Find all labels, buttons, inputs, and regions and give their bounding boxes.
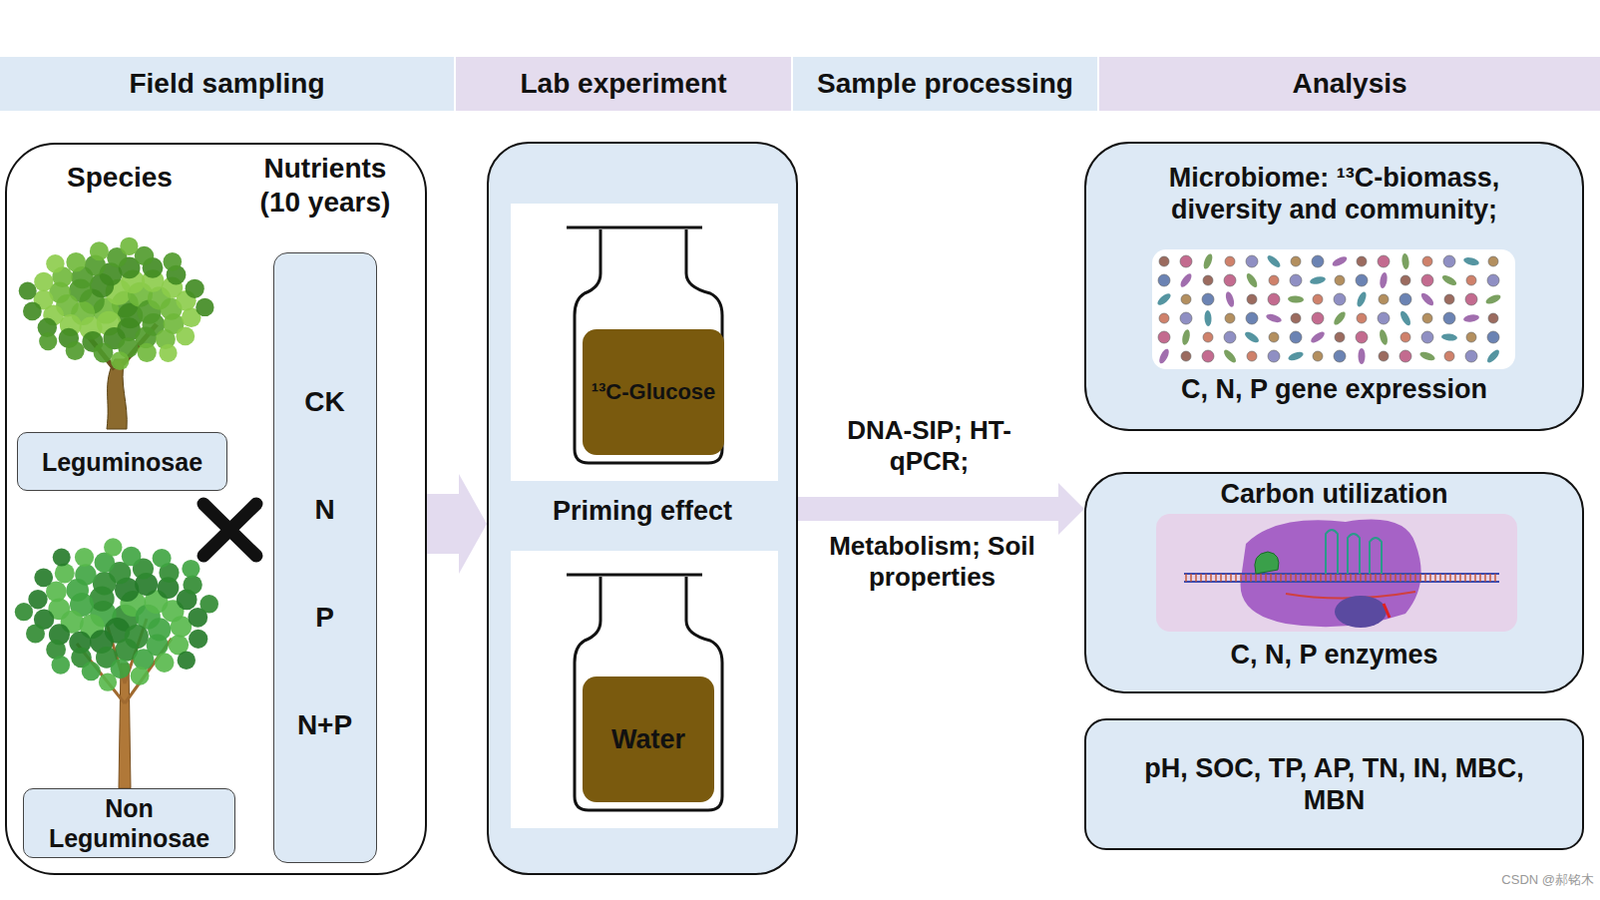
node-label: Water — [605, 723, 692, 756]
node-label: Field sampling — [122, 66, 331, 101]
jar-content: ¹³C-Glucose — [582, 329, 725, 455]
header-band: Lab experiment — [455, 56, 792, 111]
node-label: Carbon utilization — [1086, 477, 1583, 510]
field-panel: SpeciesLeguminosaeNon Leguminosae Nutrien… — [4, 142, 427, 875]
species-box: Leguminosae — [16, 431, 228, 491]
node-label: pH, SOC, TP, AP, TN, IN, MBC, MBN — [1109, 752, 1561, 817]
node-label: ¹³C-Glucose — [585, 379, 723, 405]
cross-symbol — [203, 503, 257, 556]
method-label: Metabolism; Soil properties — [824, 530, 1040, 593]
flow-arrow — [426, 473, 487, 574]
node-label: Leguminosae — [35, 446, 209, 477]
node-label: Sample processing — [810, 66, 1080, 101]
lab-panel: Priming effect ¹³C-GlucoseWater — [486, 141, 799, 875]
watermark: CSDN @郝铭木 — [1484, 871, 1595, 888]
node-text: N+P — [274, 708, 376, 743]
species-box: Non Leguminosae — [22, 788, 236, 858]
node-text: CK — [274, 385, 376, 419]
nutrient-box: Nutrients (10 years)CKNPN+P — [273, 252, 378, 863]
header-band: Field sampling — [0, 56, 454, 111]
node-label: Lab experiment — [514, 66, 734, 101]
analysis-panel: Microbiome: ¹³C-biomass, diversity and c… — [1084, 141, 1585, 431]
node-label: Species — [52, 160, 187, 195]
jar-content: Water — [582, 676, 715, 802]
node-label: Nutrients (10 years) — [242, 151, 408, 219]
node-label: Microbiome: ¹³C-biomass, diversity and c… — [1126, 161, 1543, 227]
node-label: Non Leguminosae — [23, 793, 235, 853]
node-text: C, N, P enzymes — [1086, 638, 1583, 671]
header-band: Analysis — [1099, 56, 1600, 111]
node-label: Analysis — [1285, 66, 1413, 101]
edge-label: DNA-SIP; HT-qPCR; — [834, 414, 1025, 477]
analysis-panel: pH, SOC, TP, AP, TN, IN, MBC, MBN — [1084, 718, 1585, 850]
node-text: C, N, P gene expression — [1086, 373, 1583, 405]
node-label: Priming effect — [488, 494, 797, 527]
node-text: N — [274, 492, 376, 527]
analysis-panel: Carbon utilization C, N, P enzymes — [1084, 471, 1585, 694]
flow-arrow — [798, 482, 1085, 535]
header-band: Sample processing — [793, 56, 1098, 111]
node-text: P — [274, 600, 376, 635]
